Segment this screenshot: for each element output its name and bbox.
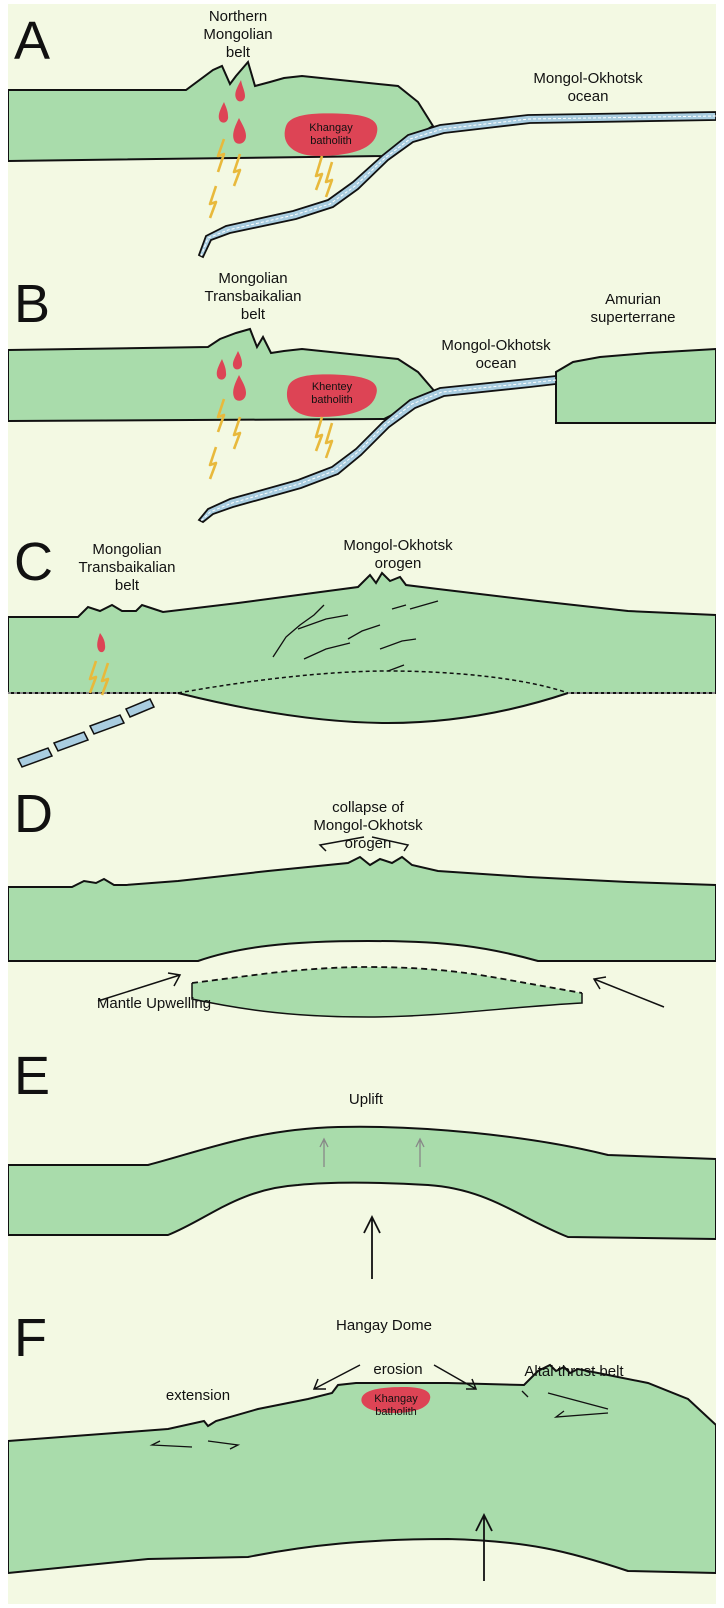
dome-uplift-arrow — [476, 1515, 492, 1581]
mongol-okhotsk-ocean-label: Mongol-Okhotsk ocean — [518, 70, 658, 106]
amurian-superterrane-label: Amurian superterrane — [573, 291, 693, 327]
panel-f-letter: F — [14, 1311, 47, 1365]
khangay-batholith-label: Khangay batholith — [356, 1393, 436, 1419]
mantle-arrow-right — [594, 977, 664, 1007]
mongol-okhotsk-ocean-label: Mongol-Okhotsk ocean — [426, 337, 566, 373]
mantle-upwelling-label: Mantle Upwelling — [84, 995, 224, 1013]
panel-d: D collapse of Mongol-Okhotsk orogen Mant… — [8, 777, 716, 1039]
amurian-superterrane-block — [556, 349, 716, 423]
fluid-zigzag-4 — [316, 156, 322, 190]
panel-c-letter: C — [14, 535, 53, 589]
extension-label: extension — [148, 1387, 248, 1405]
panel-f: F Hangay Dome erosion extension Altai th… — [8, 1301, 716, 1604]
mongolian-transbaikalian-belt-label: Mongolian Transbaikalian belt — [188, 270, 318, 324]
northern-mongolian-belt-label: Northern Mongolian belt — [188, 8, 288, 62]
panel-d-letter: D — [14, 787, 53, 841]
fluid-zigzag-4 — [316, 417, 322, 451]
fluid-zigzag-2 — [210, 447, 216, 479]
relict-slab — [18, 699, 154, 767]
fluid-zigzag-5 — [326, 162, 332, 197]
panel-e: E Uplift — [8, 1039, 716, 1301]
panel-c: C Mongolian Transbaikalian belt Mongol-O… — [8, 529, 716, 777]
uplift-label: Uplift — [326, 1091, 406, 1109]
khangay-batholith-label: Khangay batholith — [291, 122, 371, 148]
panel-b: B Mongolian Transbaikalian belt Mongol-O… — [8, 267, 716, 529]
collapse-of-orogen-label: collapse of Mongol-Okhotsk orogen — [298, 799, 438, 853]
uplifted-crust — [8, 1127, 716, 1239]
erosion-label: erosion — [358, 1361, 438, 1379]
panel-b-letter: B — [14, 277, 50, 331]
panel-a: A Northern Mongolian belt Mongol-Okhotsk… — [8, 4, 716, 267]
panel-e-drawing — [8, 1039, 716, 1301]
altai-thrust-belt-label: Altai thrust belt — [504, 1363, 644, 1381]
crust-block — [8, 573, 716, 723]
big-uplift-arrow — [364, 1217, 380, 1279]
panel-e-letter: E — [14, 1049, 50, 1103]
fluid-zigzag-3 — [234, 417, 240, 449]
hangay-dome-label: Hangay Dome — [324, 1317, 444, 1335]
mongolian-transbaikalian-belt-label: Mongolian Transbaikalian belt — [62, 541, 192, 595]
fluid-zigzag-2 — [210, 186, 216, 218]
upper-crust-block — [8, 857, 716, 961]
panel-f-drawing — [8, 1301, 716, 1604]
mongol-okhotsk-orogen-label: Mongol-Okhotsk orogen — [328, 537, 468, 573]
fluid-zigzag-5 — [326, 423, 332, 458]
panel-a-letter: A — [14, 14, 50, 68]
khentey-batholith-label: Khentey batholith — [292, 381, 372, 407]
